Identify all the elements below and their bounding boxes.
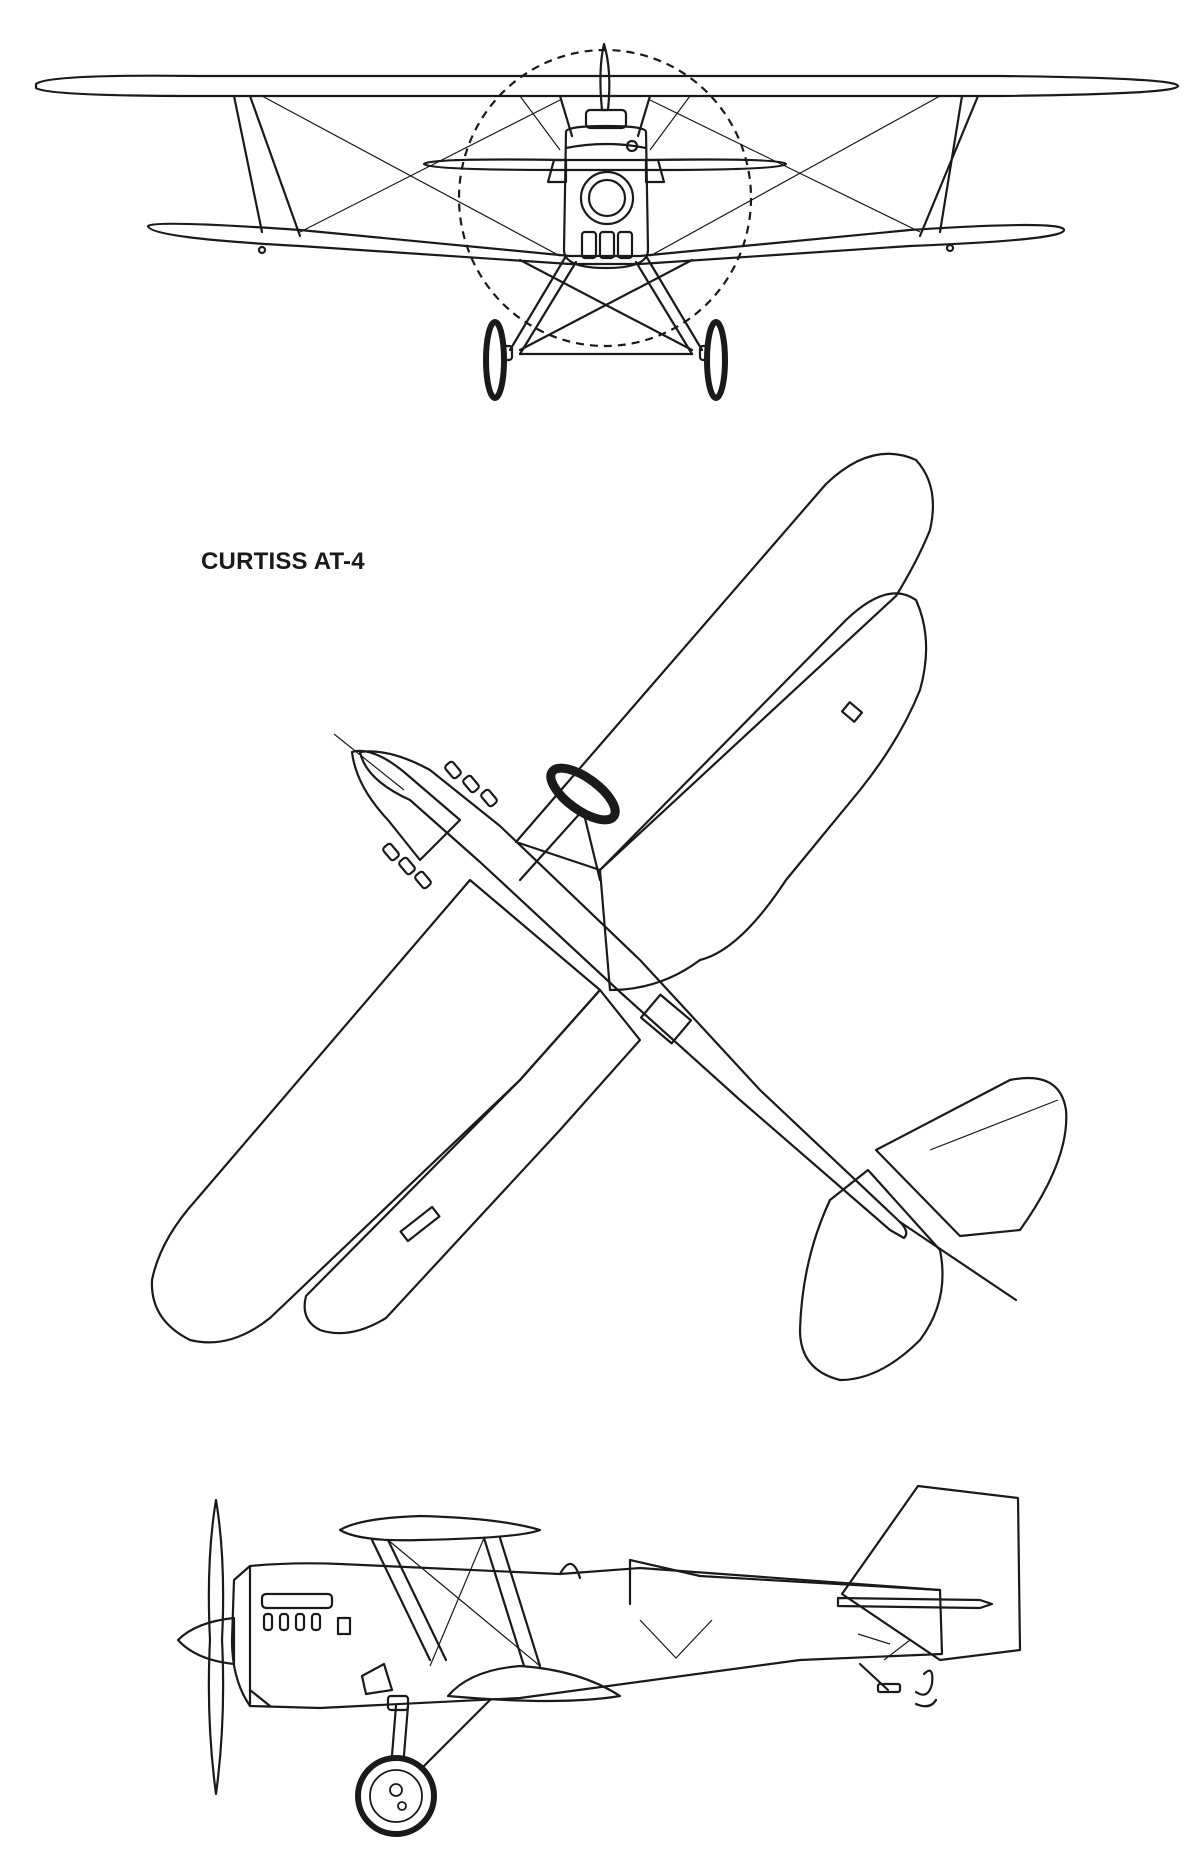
front-propeller-horizontal <box>422 158 788 172</box>
front-fuselage <box>562 124 650 270</box>
interplane-struts <box>232 94 980 238</box>
side-stabilizer <box>836 1596 994 1610</box>
front-right-wheel <box>704 319 728 401</box>
plan-fuselage <box>358 750 908 1240</box>
plan-horizontal-tail <box>874 1076 1068 1238</box>
front-spinner <box>579 170 635 226</box>
side-view <box>176 1484 1022 1837</box>
plan-view <box>150 452 1068 1382</box>
side-propeller <box>207 1498 225 1796</box>
propeller-disc <box>457 48 753 348</box>
plan-lower-wing-left <box>303 988 642 1335</box>
front-lower-wing <box>146 222 1066 266</box>
plan-upper-wing-left <box>150 878 602 1344</box>
side-struts <box>370 1536 542 1668</box>
plan-nose <box>350 749 462 862</box>
plan-upper-wing-right <box>514 452 934 872</box>
plan-tail-left <box>798 1168 944 1382</box>
plan-lower-wing-right <box>598 592 928 992</box>
plan-exhaust-stubs <box>382 760 498 890</box>
bracing-wires <box>261 95 941 257</box>
side-fin <box>840 1484 1022 1662</box>
side-fuselage <box>230 1562 944 1710</box>
radiator-grille <box>580 230 634 260</box>
side-exhaust-stubs <box>262 1612 322 1632</box>
front-landing-gear <box>496 254 716 362</box>
front-upper-wing <box>34 74 1180 98</box>
plan-cockpit <box>639 993 693 1045</box>
front-left-wheel <box>483 319 507 401</box>
plan-wheel <box>546 763 620 825</box>
side-cockpit-panel <box>260 1592 334 1610</box>
artist-signature <box>914 1669 938 1708</box>
side-lower-wing <box>446 1664 622 1703</box>
side-upper-wing <box>338 1514 542 1542</box>
side-spinner <box>176 1616 236 1666</box>
front-view <box>34 42 1180 401</box>
aircraft-title: CURTISS AT-4 <box>201 548 365 575</box>
